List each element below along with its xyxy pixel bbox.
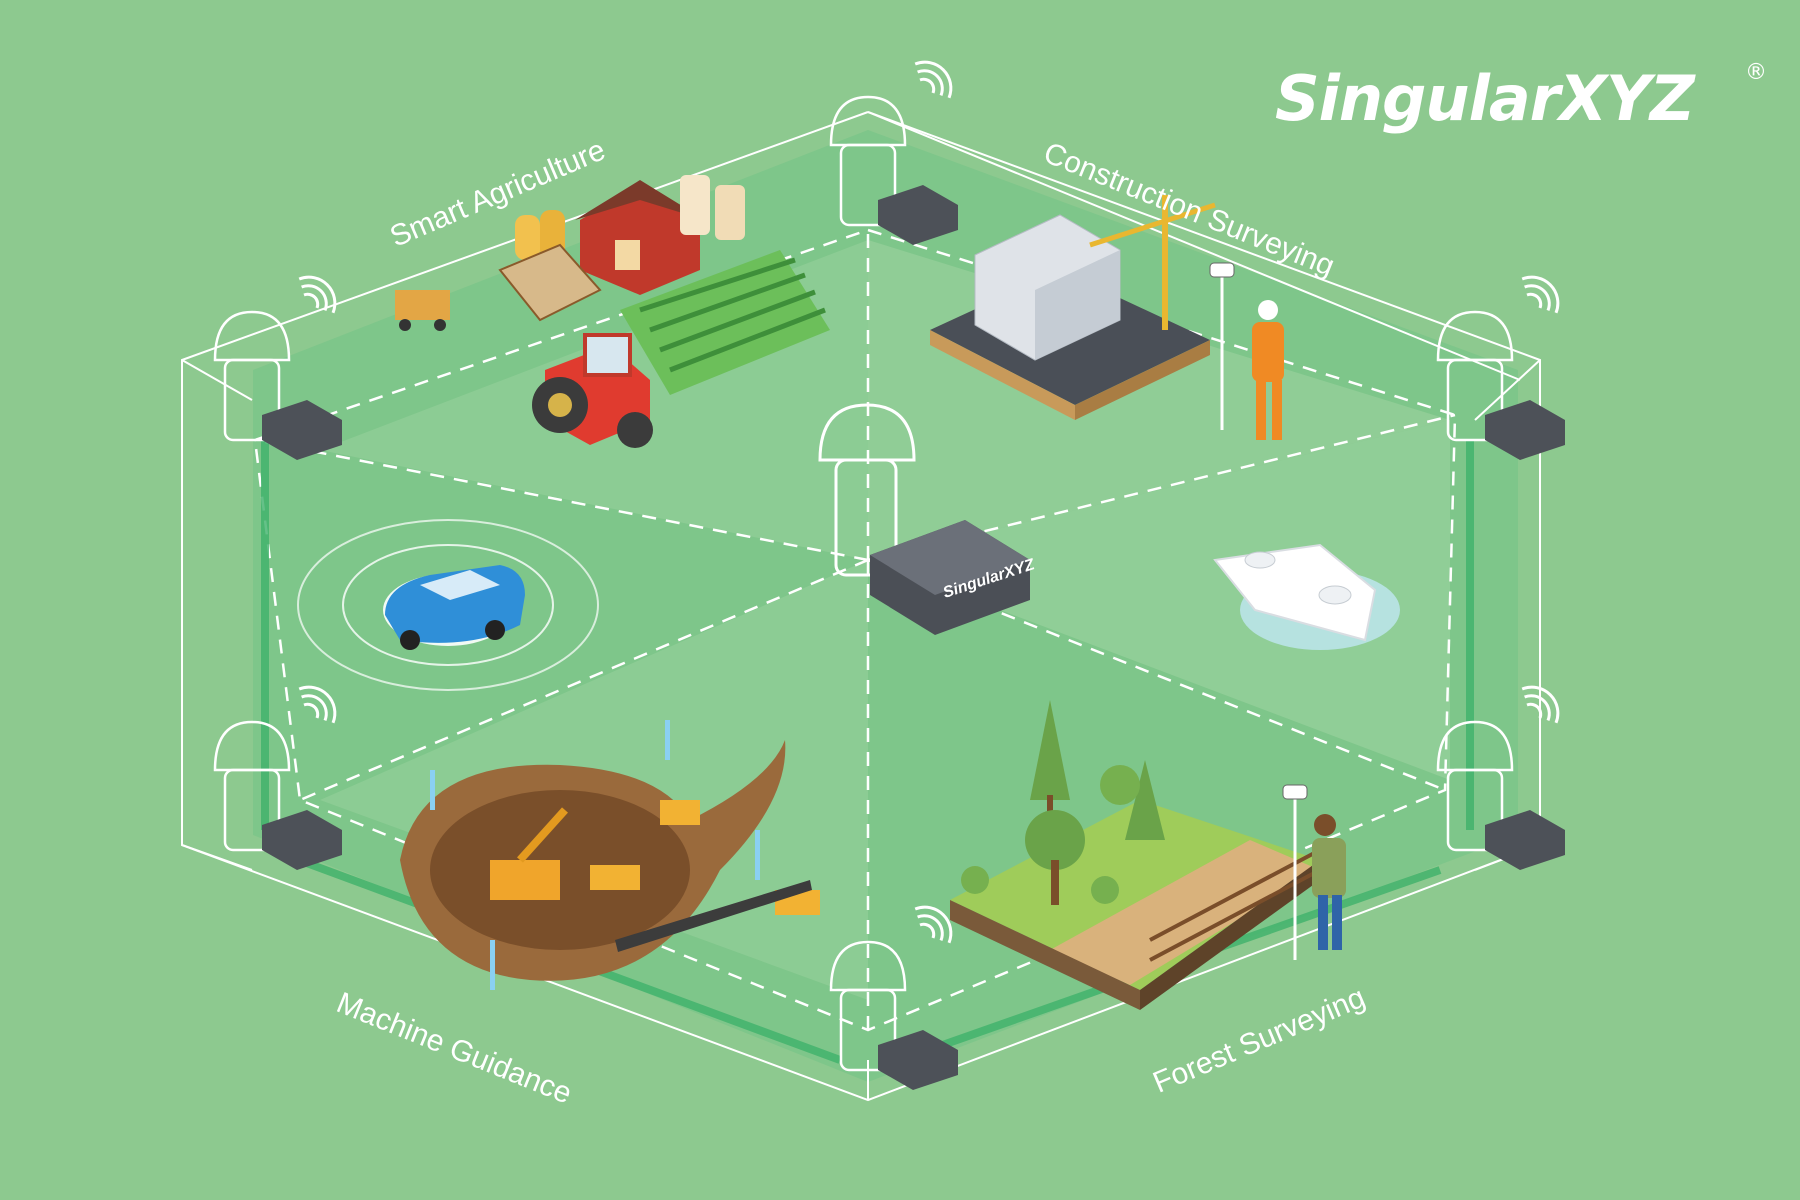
antenna-station [213,685,342,870]
antenna-station [829,905,958,1090]
antenna-dome-icon [1436,310,1514,362]
receiver-box-icon [1485,810,1565,870]
antenna-pole [839,143,897,227]
fence [1149,848,1321,962]
receiver-box-icon [878,1030,958,1090]
barn-icon [575,180,705,295]
agriculture-scene [395,175,830,448]
boat-icon [1213,543,1400,650]
antenna-station [213,275,342,460]
livestock-pen [498,243,602,322]
receiver-box-icon [262,810,342,870]
wifi-signal-icon [298,275,337,314]
receiver-box-icon [878,185,958,245]
receiver-box-icon [262,400,342,460]
antenna-pole [839,988,897,1072]
antenna-station [1436,275,1565,460]
brand-logo: SingularXYZ ® [1275,60,1767,135]
dashed-spokes [253,228,1457,1032]
antenna-dome-icon [829,940,907,992]
wifi-signal-icon [298,685,337,724]
forest-scene [950,700,1346,1010]
car-scene [297,519,599,691]
surveyor-icon [1209,262,1284,440]
crop-field [620,250,830,395]
car-icon [385,565,525,650]
stations [213,60,1565,1090]
antenna-station [829,60,958,245]
wifi-signal-icon [914,905,953,944]
antenna-pole [1446,358,1504,442]
wifi-signal-icon [1521,685,1560,724]
antenna-station [1436,685,1565,870]
receiver-box-icon [1485,400,1565,460]
silo-icon [680,175,745,240]
antenna-dome-icon [213,310,291,362]
antenna-dome-icon [829,95,907,147]
antenna-dome-icon [213,720,291,772]
antenna-pole [223,358,281,442]
registered-mark: ® [1745,60,1767,85]
tree-icon [961,700,1165,905]
wifi-signal-icon [914,60,953,99]
surveyor-icon [1282,784,1346,960]
antenna-pole [223,768,281,852]
central-receiver: SingularXYZ [818,403,1038,635]
brand-name-part1: Singular [1275,62,1560,135]
wifi-signal-icon [1521,275,1560,314]
machine-scene [400,720,820,990]
building-crane-icon [974,195,1216,361]
cart-icon [395,290,450,331]
antenna-dome-icon [1436,720,1514,772]
brand-name-part2: XYZ [1559,62,1695,135]
antenna-pole [1446,768,1504,852]
construction-scene [930,195,1284,440]
excavator-icon [490,800,820,915]
tractor-icon [532,333,653,448]
